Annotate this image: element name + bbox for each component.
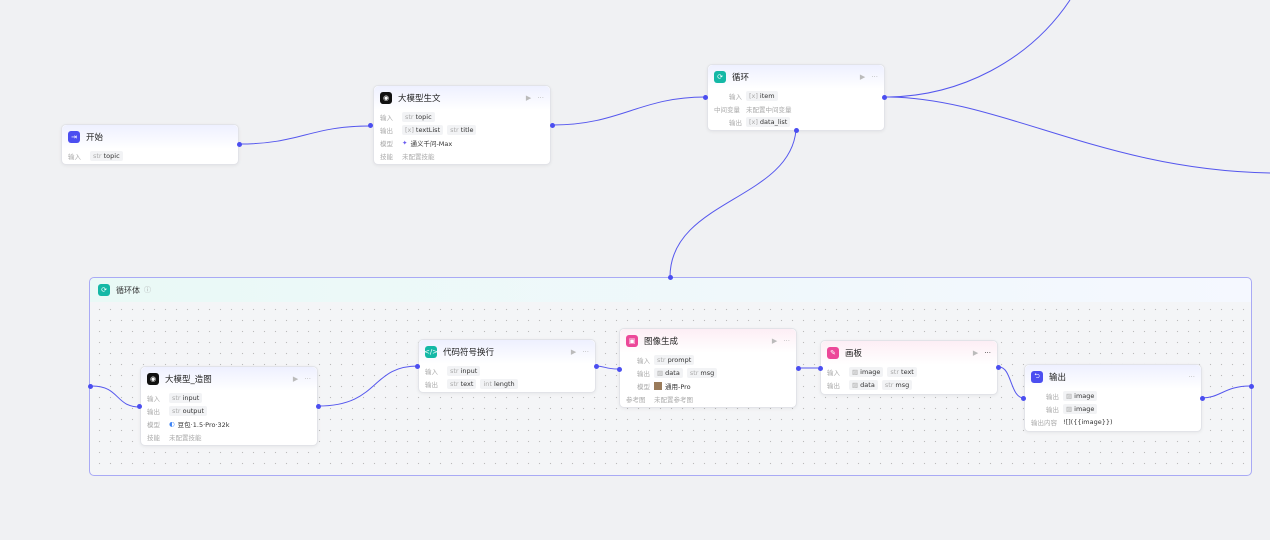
more-icon[interactable]: ··· — [304, 375, 311, 383]
var-tag: ▨image — [1063, 390, 1098, 401]
var-tag: ▨image — [1063, 403, 1098, 414]
more-icon[interactable]: ··· — [871, 73, 878, 81]
ref-value: 未配置参考图 — [654, 395, 693, 404]
info-icon[interactable]: ⓘ — [144, 286, 151, 294]
label: 输出 — [147, 407, 160, 416]
label: 输入 — [380, 113, 393, 122]
run-icon[interactable]: ▶ — [972, 349, 979, 357]
label: 模型 — [637, 382, 650, 391]
node-title: 开始 — [86, 133, 104, 143]
label: 输出内容 — [1031, 418, 1057, 427]
label: 输入 — [425, 367, 438, 376]
more-icon[interactable]: ··· — [783, 337, 790, 345]
llm-icon: ◉ — [380, 92, 392, 104]
llm-icon: ◉ — [147, 373, 159, 385]
more-icon[interactable]: ··· — [1188, 373, 1195, 381]
label: 模型 — [147, 420, 160, 429]
var-tag: ▨image — [849, 366, 884, 377]
model-icon — [654, 381, 662, 390]
label: 输出 — [1046, 392, 1059, 401]
label: 模型 — [380, 139, 393, 148]
label: 输入 — [147, 394, 160, 403]
label: 输入 — [68, 152, 81, 161]
model-icon: ✦ — [402, 138, 408, 147]
node-title: 画板 — [845, 349, 863, 359]
run-icon[interactable]: ▶ — [570, 348, 577, 356]
var-tag: ▨data — [654, 367, 683, 378]
skill-value: 未配置技能 — [169, 433, 202, 442]
node-title: 大模型_造图 — [165, 375, 212, 385]
label: 输出 — [380, 126, 393, 135]
image-icon: ▣ — [626, 335, 638, 347]
label: 输出 — [729, 118, 742, 127]
label: 参考图 — [626, 395, 646, 404]
label: 技能 — [147, 433, 160, 442]
loop-icon: ⟳ — [714, 71, 726, 83]
run-icon[interactable]: ▶ — [771, 337, 778, 345]
start-icon: ⇥ — [68, 131, 80, 143]
label: 技能 — [380, 152, 393, 161]
label: 输出 — [1046, 405, 1059, 414]
canvas-icon: ✎ — [827, 347, 839, 359]
label: 输出 — [637, 369, 650, 378]
var-tag: [x]item — [746, 90, 778, 101]
var-tag: ▨data — [849, 379, 878, 390]
label: 输出 — [425, 380, 438, 389]
label: 中间变量 — [714, 105, 740, 114]
run-icon[interactable]: ▶ — [292, 375, 299, 383]
run-icon[interactable]: ▶ — [525, 94, 532, 102]
loop-icon: ⟳ — [98, 284, 110, 296]
more-icon[interactable]: ··· — [582, 348, 589, 356]
var-value: 未配置中间变量 — [746, 105, 792, 114]
node-title: 图像生成 — [644, 337, 679, 347]
loop-node[interactable]: ⟳ 循环 ▶ ··· 输入 [x]item 中间变量未配置中间变量 输出 [x]data_… — [707, 64, 885, 131]
node-title: 输出 — [1049, 373, 1067, 383]
model-name: 豆包·1.5·Pro·32k — [177, 420, 230, 429]
node-title: 代码符号换行 — [443, 348, 495, 358]
model-icon: ◐ — [169, 419, 175, 428]
label: 输入 — [729, 92, 742, 101]
var-tag: [x]data_list — [746, 116, 791, 127]
output-icon: ⮌ — [1031, 371, 1043, 383]
node-title: 循环 — [732, 73, 750, 83]
model-name: 通用-Pro — [665, 382, 691, 391]
model-name: 通义千问-Max — [410, 139, 453, 148]
loop-body-title: 循环体 — [116, 285, 140, 295]
skill-value: 未配置技能 — [402, 152, 435, 161]
more-icon[interactable]: ··· — [984, 349, 991, 357]
label: 输入 — [827, 368, 840, 377]
more-icon[interactable]: ··· — [537, 94, 544, 102]
run-icon[interactable]: ▶ — [859, 73, 866, 81]
var-tag: [x]textList — [402, 124, 444, 135]
output-node[interactable]: ⮌输出··· 输出▨image 输出▨image 输出内容![]({{image… — [1024, 364, 1202, 432]
label: 输入 — [637, 356, 650, 365]
label: 输出 — [827, 381, 840, 390]
node-title: 大模型生文 — [398, 94, 441, 104]
content-value: ![]({{image}}) — [1063, 417, 1113, 426]
code-icon: </> — [423, 346, 439, 358]
